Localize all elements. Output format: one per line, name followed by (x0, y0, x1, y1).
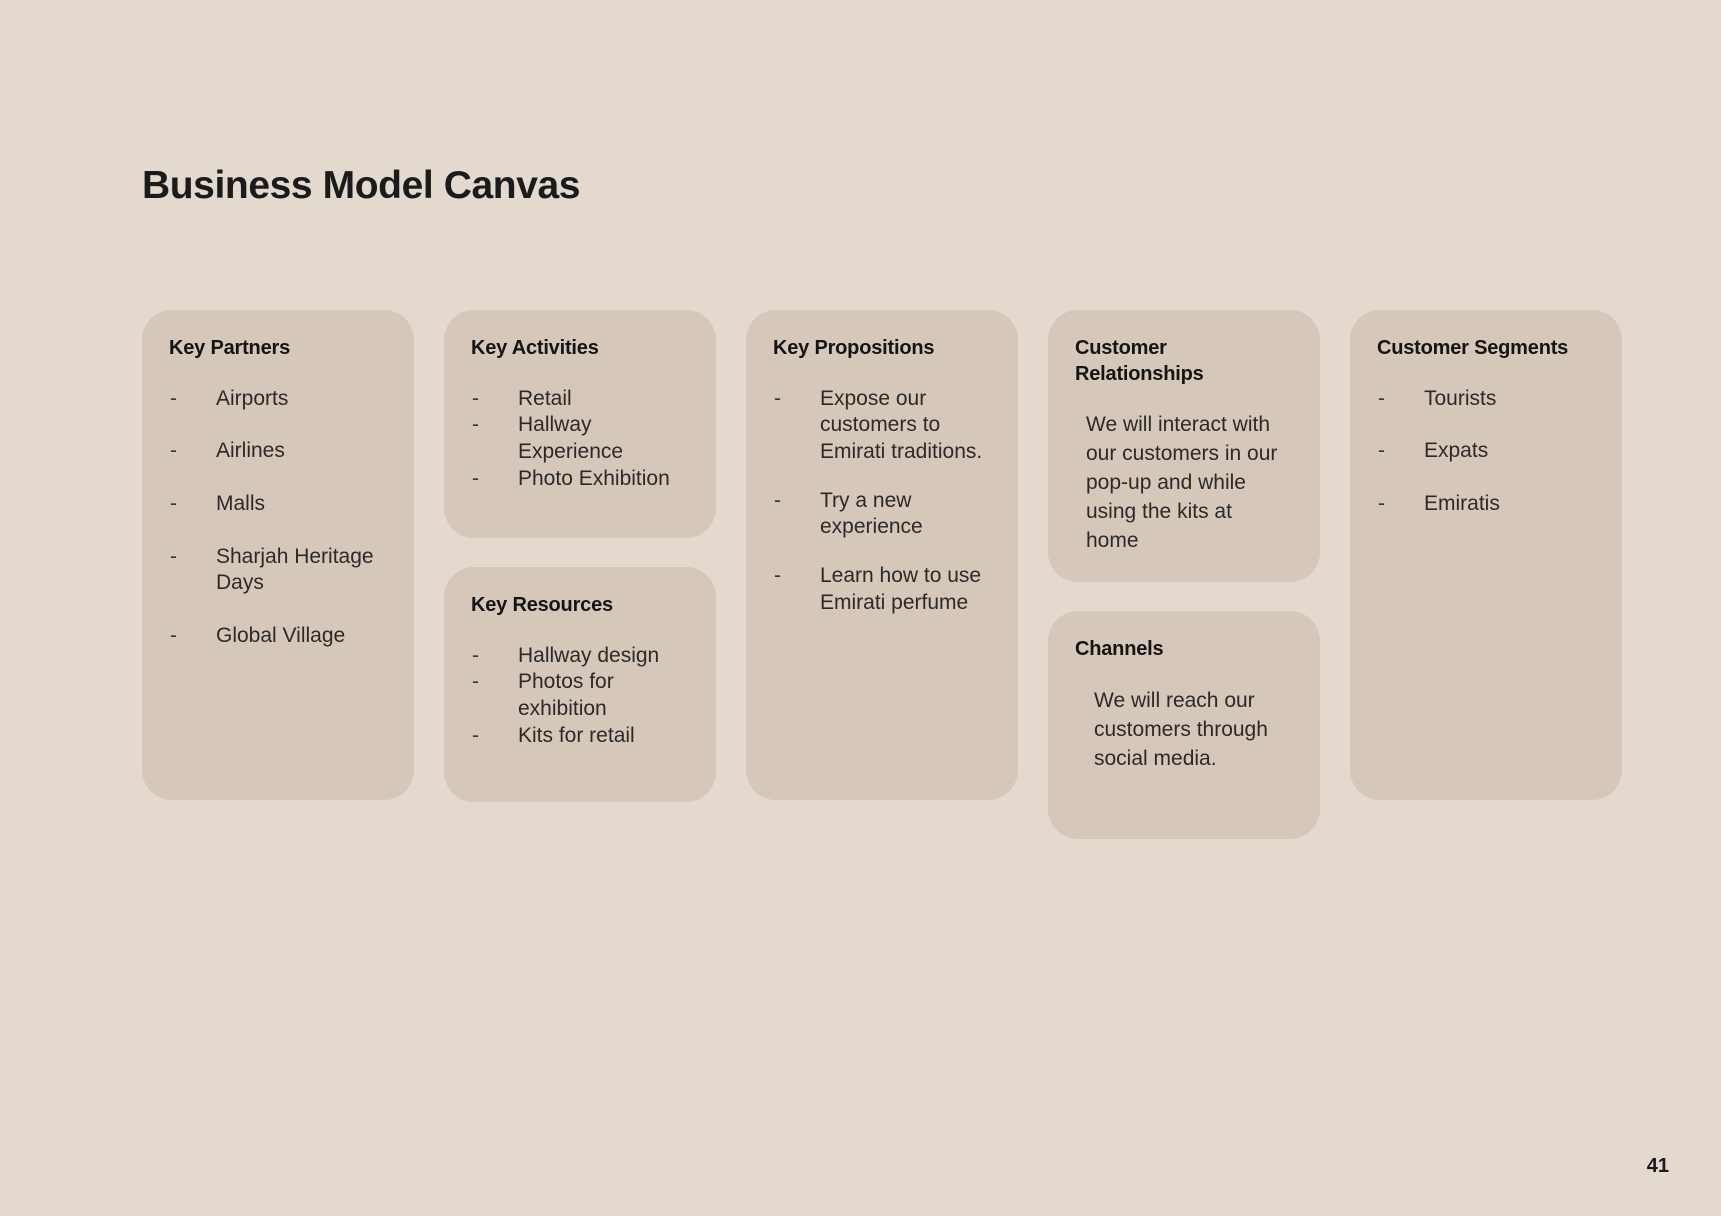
canvas-column-3: Key Propositions - Expose our customers … (746, 310, 1018, 800)
page-number: 41 (1646, 1155, 1669, 1177)
list-item-label: Learn how to use Emirati perfume (820, 563, 982, 614)
card-title-customer-segments: Customer Segments (1377, 337, 1569, 359)
canvas-column-4: Customer Relationships We will interact … (1048, 310, 1320, 840)
bullet-dash-icon: - (1378, 491, 1385, 515)
card-key-resources[interactable]: Key Resources - Hallway design - Photos … (444, 567, 716, 802)
card-key-propositions[interactable]: Key Propositions - Expose our customers … (746, 310, 1018, 800)
bullet-dash-icon: - (774, 386, 781, 410)
list-item-label: Try a new experience (820, 488, 923, 539)
paragraph-channels: We will reach our customers through soci… (1094, 688, 1268, 770)
bullet-dash-icon: - (170, 491, 177, 515)
card-title-key-partners: Key Partners (169, 337, 290, 359)
bullet-dash-icon: - (170, 439, 177, 463)
list-item: - Hallway Experience (470, 412, 690, 465)
list-item: - Malls (168, 491, 388, 518)
list-key-partners: - Airports - Airlines - Malls - (168, 386, 388, 650)
list-item-label: Retail (518, 386, 572, 410)
bullet-dash-icon: - (170, 386, 177, 410)
card-customer-relationships[interactable]: Customer Relationships We will interact … (1048, 310, 1320, 583)
list-item-label: Photos for exhibition (518, 670, 614, 720)
list-item-label: Kits for retail (518, 723, 635, 747)
list-item: - Emiratis (1376, 491, 1596, 518)
card-body-key-partners: - Airports - Airlines - Malls - (168, 386, 388, 650)
canvas-column-2: Key Activities - Retail - Hallway Experi… (444, 310, 716, 802)
list-item-label: Hallway design (518, 643, 660, 667)
card-title-customer-relationships: Customer Relationships (1075, 337, 1204, 385)
list-item-label: Sharjah Heritage Days (216, 544, 374, 595)
bullet-dash-icon: - (472, 643, 479, 667)
list-key-resources: - Hallway design - Photos for exhibition… (470, 643, 690, 750)
bullet-dash-icon: - (472, 723, 479, 747)
card-body-customer-relationships: We will interact with our customers in o… (1074, 411, 1294, 556)
list-item: - Photo Exhibition (470, 466, 690, 493)
card-body-customer-segments: - Tourists - Expats - Emiratis (1376, 386, 1596, 518)
card-key-activities[interactable]: Key Activities - Retail - Hallway Experi… (444, 310, 716, 538)
card-title-key-activities: Key Activities (471, 337, 599, 359)
list-item-label: Airports (216, 386, 289, 410)
card-body-key-activities: - Retail - Hallway Experience - Photo Ex… (470, 386, 690, 493)
bullet-dash-icon: - (170, 623, 177, 647)
list-item-label: Emiratis (1424, 491, 1500, 515)
card-title-key-propositions: Key Propositions (773, 337, 935, 359)
page-title: Business Model Canvas (142, 164, 581, 207)
list-key-propositions: - Expose our customers to Emirati tradit… (772, 386, 992, 617)
bullet-dash-icon: - (472, 670, 479, 694)
canvas-column-1: Key Partners - Airports - Airlines - (142, 310, 414, 800)
list-item: - Expose our customers to Emirati tradit… (772, 386, 992, 466)
list-item-label: Global Village (216, 623, 346, 647)
bullet-dash-icon: - (472, 413, 479, 437)
card-body-key-resources: - Hallway design - Photos for exhibition… (470, 643, 690, 750)
list-customer-segments: - Tourists - Expats - Emiratis (1376, 386, 1596, 518)
bullet-dash-icon: - (472, 466, 479, 490)
card-key-partners[interactable]: Key Partners - Airports - Airlines - (142, 310, 414, 800)
bullet-dash-icon: - (1378, 386, 1385, 410)
card-body-key-propositions: - Expose our customers to Emirati tradit… (772, 386, 992, 617)
card-title-channels: Channels (1075, 638, 1164, 661)
list-item: - Sharjah Heritage Days (168, 544, 388, 597)
list-item-label: Airlines (216, 439, 285, 463)
list-item-label: Expats (1424, 439, 1489, 463)
list-item-label: Photo Exhibition (518, 466, 670, 490)
bullet-dash-icon: - (472, 386, 479, 410)
list-item-label: Expose our customers to Emirati traditio… (820, 386, 983, 463)
card-title-key-resources: Key Resources (471, 594, 613, 616)
paragraph-customer-relationships: We will interact with our customers in o… (1086, 413, 1278, 553)
list-item: - Airports (168, 386, 388, 413)
list-item: - Photos for exhibition (470, 669, 690, 722)
bullet-dash-icon: - (1378, 439, 1385, 463)
business-model-canvas-grid: Key Partners - Airports - Airlines - (142, 310, 1622, 840)
list-item-label: Hallway Experience (518, 413, 624, 463)
list-item: - Learn how to use Emirati perfume (772, 563, 992, 616)
list-item: - Hallway design (470, 643, 690, 670)
card-channels[interactable]: Channels We will reach our customers thr… (1048, 611, 1320, 840)
list-item: - Expats (1376, 438, 1596, 465)
list-item: - Global Village (168, 623, 388, 650)
bullet-dash-icon: - (774, 563, 781, 587)
card-body-channels: We will reach our customers through soci… (1074, 687, 1294, 774)
list-item: - Try a new experience (772, 488, 992, 541)
card-customer-segments[interactable]: Customer Segments - Tourists - Expats - (1350, 310, 1622, 800)
list-item: - Retail (470, 386, 690, 413)
list-item: - Kits for retail (470, 723, 690, 750)
bullet-dash-icon: - (774, 488, 781, 512)
list-item-label: Tourists (1424, 386, 1497, 410)
list-item-label: Malls (216, 491, 266, 515)
canvas-column-5: Customer Segments - Tourists - Expats - (1350, 310, 1622, 800)
list-item: - Airlines (168, 438, 388, 465)
list-item: - Tourists (1376, 386, 1596, 413)
bullet-dash-icon: - (170, 544, 177, 568)
list-key-activities: - Retail - Hallway Experience - Photo Ex… (470, 386, 690, 493)
